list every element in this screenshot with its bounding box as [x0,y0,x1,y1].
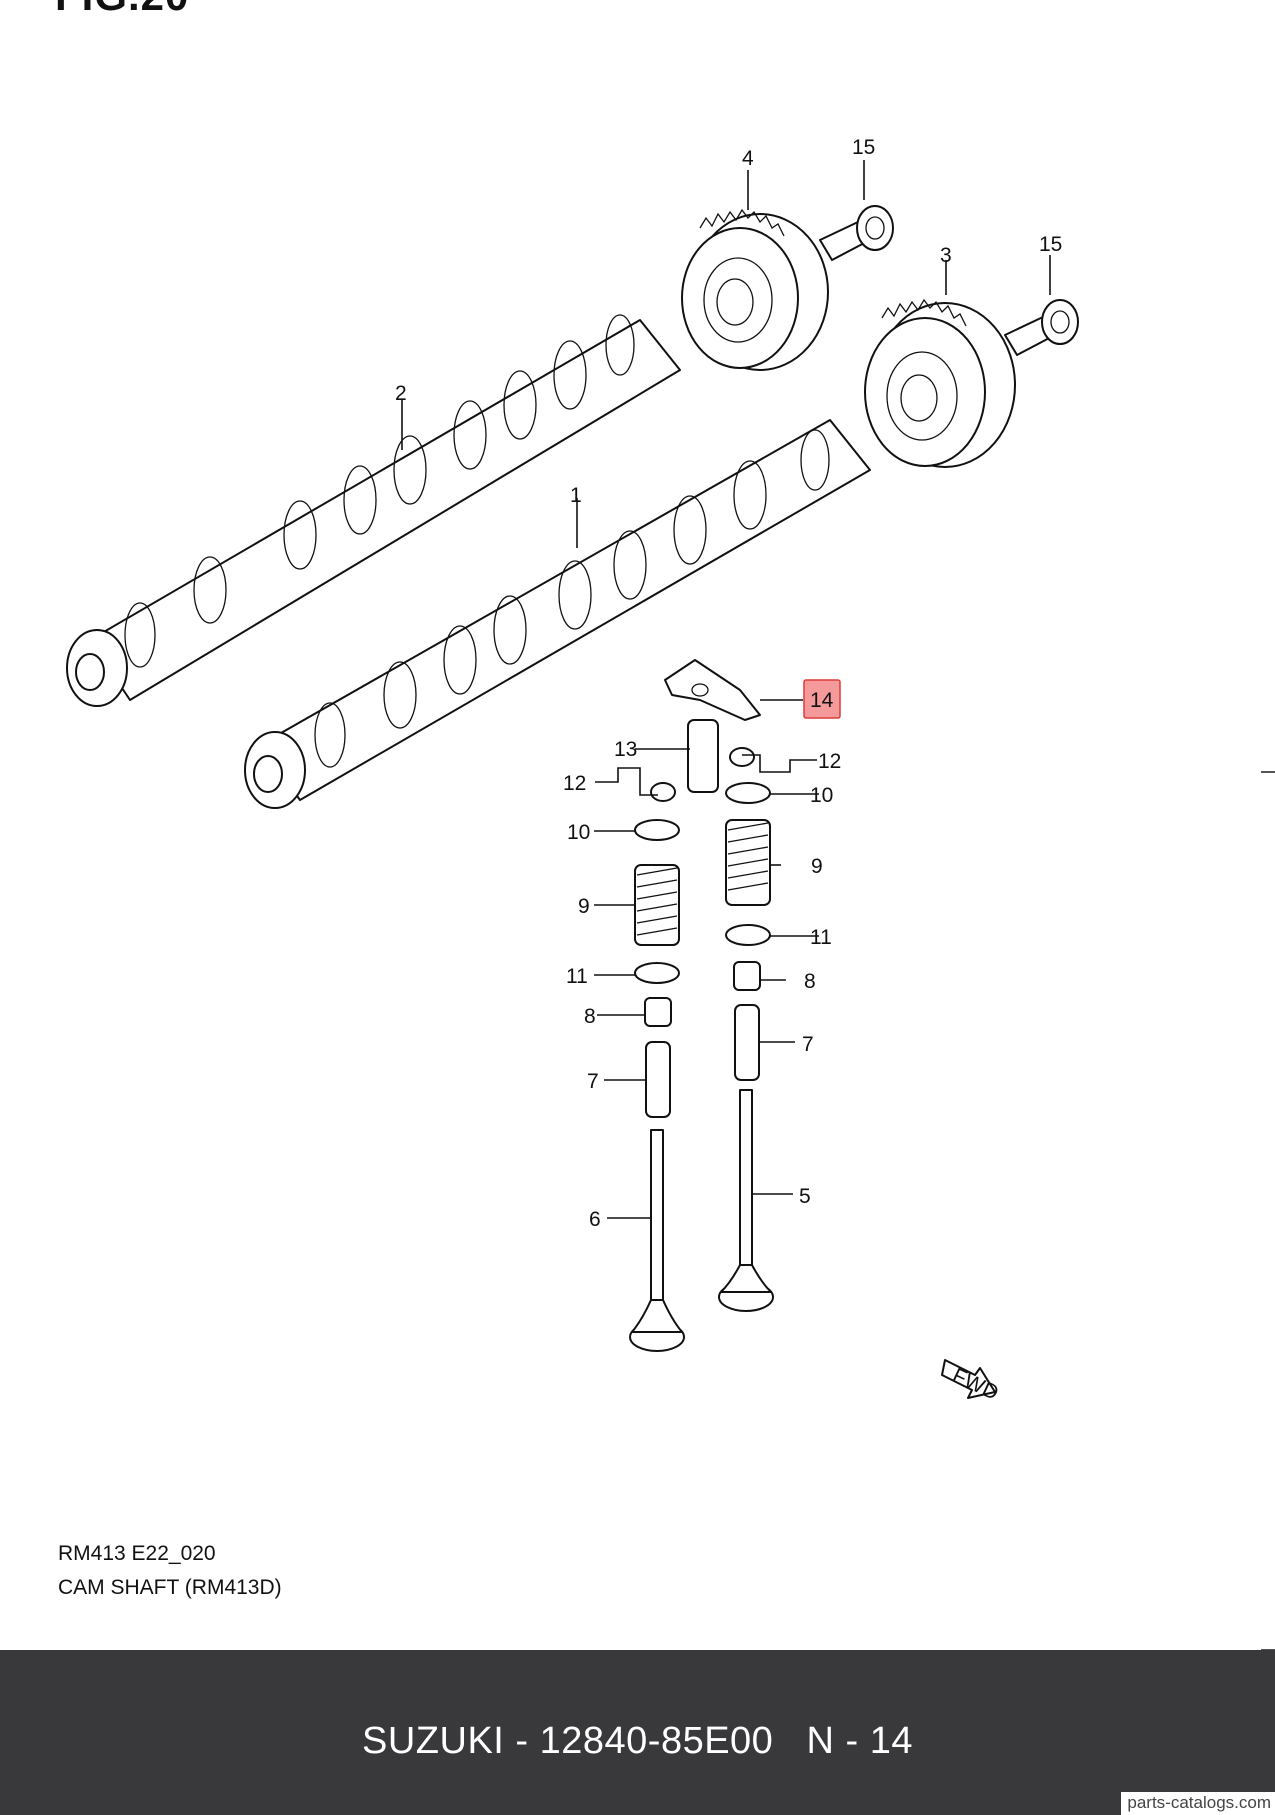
callout-1: 1 [570,484,582,507]
callout-13: 13 [614,738,637,761]
callout-11b: 11 [810,926,832,949]
fwd-label: FWD [949,1364,1002,1405]
valve-stack-left[interactable] [629,782,685,1352]
callout-9b: 9 [811,855,823,878]
callout-10b: 10 [810,784,833,807]
callout-10a: 10 [567,821,590,844]
bolt-15a[interactable] [819,205,894,261]
fwd-arrow-icon: FWD [941,1359,1002,1405]
callout-12b: 12 [818,750,841,773]
callout-6: 6 [589,1208,601,1231]
callout-7a: 7 [587,1070,599,1093]
leader-lines [401,160,1051,1219]
exploded-parts-diagram: FWD 4 15 3 15 2 1 14 13 12 [66,136,1079,1405]
callout-9a: 9 [578,895,590,918]
callout-15b: 15 [1039,233,1062,256]
cam-sprocket-3[interactable] [864,298,1016,468]
cam-sprocket-4[interactable] [681,208,829,371]
bolt-15b[interactable] [1004,299,1079,356]
footer-part-info: SUZUKI - 12840-85E00 N - 14 [362,1720,913,1762]
callout-8b: 8 [804,970,816,993]
callout-14: 14 [810,689,834,712]
callout-7b: 7 [802,1033,814,1056]
caption-code: RM413 E22_020 [58,1542,216,1565]
callout-11a: 11 [566,965,588,988]
callout-labels: 4 15 3 15 2 1 14 13 12 12 10 10 9 9 11 1… [395,136,1062,1231]
callout-2: 2 [395,382,407,405]
callout-8a: 8 [584,1005,596,1028]
camshaft-2[interactable] [66,314,681,707]
edge-tick [1261,771,1275,773]
valve-stack-right[interactable] [687,719,774,1312]
callout-3: 3 [940,244,952,267]
callout-5: 5 [799,1185,811,1208]
figure-title: FIG.20 [55,0,189,20]
callout-12a: 12 [563,772,586,795]
rocker-arm-14[interactable] [664,659,761,721]
callout-15a: 15 [852,136,875,159]
camshaft-1[interactable] [244,419,871,809]
footer-bar [0,1650,1275,1815]
caption-title: CAM SHAFT (RM413D) [58,1576,282,1599]
highlight-box-14 [803,679,841,719]
callout-4: 4 [742,147,754,170]
watermark: parts-catalogs.com [1121,1792,1275,1815]
